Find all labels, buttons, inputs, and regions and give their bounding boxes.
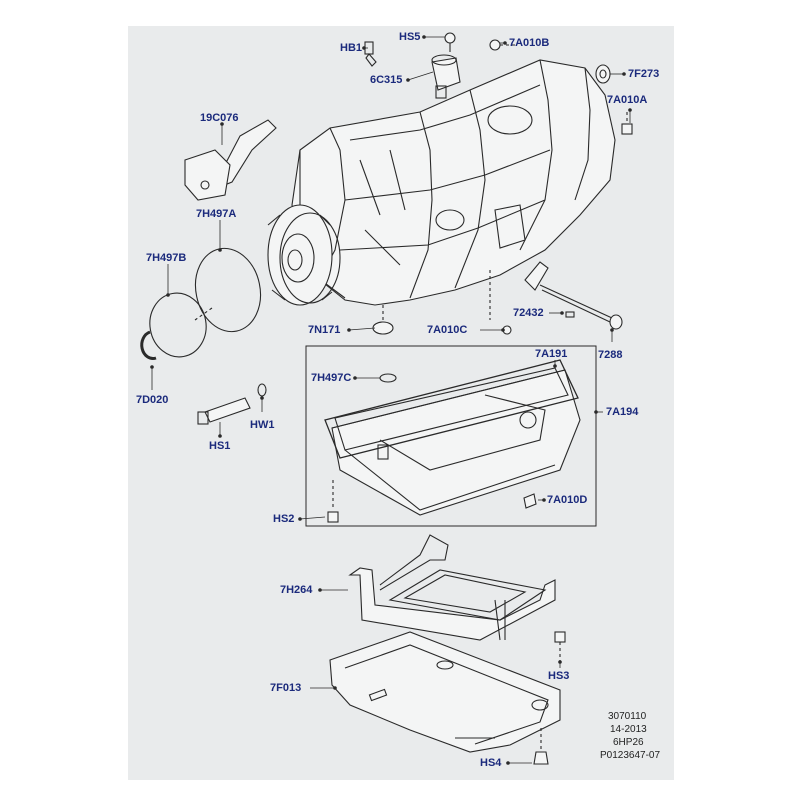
seal-7f273 <box>595 64 611 84</box>
gasket-7a191 <box>324 359 579 459</box>
reference-line-2: 14-2013 <box>610 724 647 735</box>
label-7d020: 7D020 <box>136 394 169 406</box>
transmission-case <box>291 59 616 306</box>
label-hs3: HS3 <box>548 670 570 682</box>
bolt-hs4 <box>533 728 549 765</box>
reference-block: 3070110 14-2013 6HP26 P0123647-07 <box>600 710 660 762</box>
oil-pan-7a194 <box>331 369 581 516</box>
bracket-7h264 <box>348 534 556 641</box>
seal-7d020 <box>140 330 157 360</box>
label-7a194: 7A194 <box>606 406 639 418</box>
label-7f013: 7F013 <box>270 682 302 694</box>
washer-hw1 <box>257 383 267 397</box>
label-hb1: HB1 <box>340 42 363 54</box>
label-7n171: 7N171 <box>308 324 341 336</box>
label-hs2: HS2 <box>273 513 295 525</box>
bolt-hs2 <box>327 480 339 523</box>
plug-7a010c <box>489 270 512 335</box>
plug-7a010b <box>489 39 515 51</box>
reference-line-3: 6HP26 <box>613 737 644 748</box>
label-hw1: HW1 <box>250 419 275 431</box>
bolt-hs1 <box>197 397 251 425</box>
label-7288: 7288 <box>598 349 623 361</box>
label-7h264: 7H264 <box>280 584 313 596</box>
label-7a010b: 7A010B <box>509 37 550 49</box>
seal-7n171 <box>372 305 394 335</box>
label-7a010c: 7A010C <box>427 324 468 336</box>
bracket-19c076 <box>184 119 277 201</box>
label-7a010a: 7A010A <box>607 94 648 106</box>
label-72432: 72432 <box>513 307 544 319</box>
label-7h497a: 7H497A <box>196 208 237 220</box>
label-hs5: HS5 <box>399 31 421 43</box>
bolt-hb1 <box>364 41 377 67</box>
label-7a010d: 7A010D <box>547 494 588 506</box>
label-7a191: 7A191 <box>535 348 568 360</box>
plug-7a010d <box>523 493 537 509</box>
label-hs4: HS4 <box>480 757 502 769</box>
label-19c076: 19C076 <box>200 112 239 124</box>
plug-7a010a <box>621 112 633 135</box>
torque-converter <box>267 204 341 306</box>
reference-line-1: 3070110 <box>608 711 647 722</box>
bolt-hs3 <box>554 631 566 662</box>
seal-7h497c <box>379 373 397 383</box>
solenoid-6c315 <box>431 32 461 99</box>
shield-7f013 <box>329 631 561 753</box>
leader-dots <box>150 35 632 765</box>
label-6c315: 6C315 <box>370 74 403 86</box>
label-7h497b: 7H497B <box>146 252 187 264</box>
label-hs1: HS1 <box>209 440 231 452</box>
selector-shaft <box>524 261 623 330</box>
reference-line-4: P0123647-07 <box>600 750 661 761</box>
label-7f273: 7F273 <box>628 68 660 80</box>
label-7h497c: 7H497C <box>311 372 352 384</box>
